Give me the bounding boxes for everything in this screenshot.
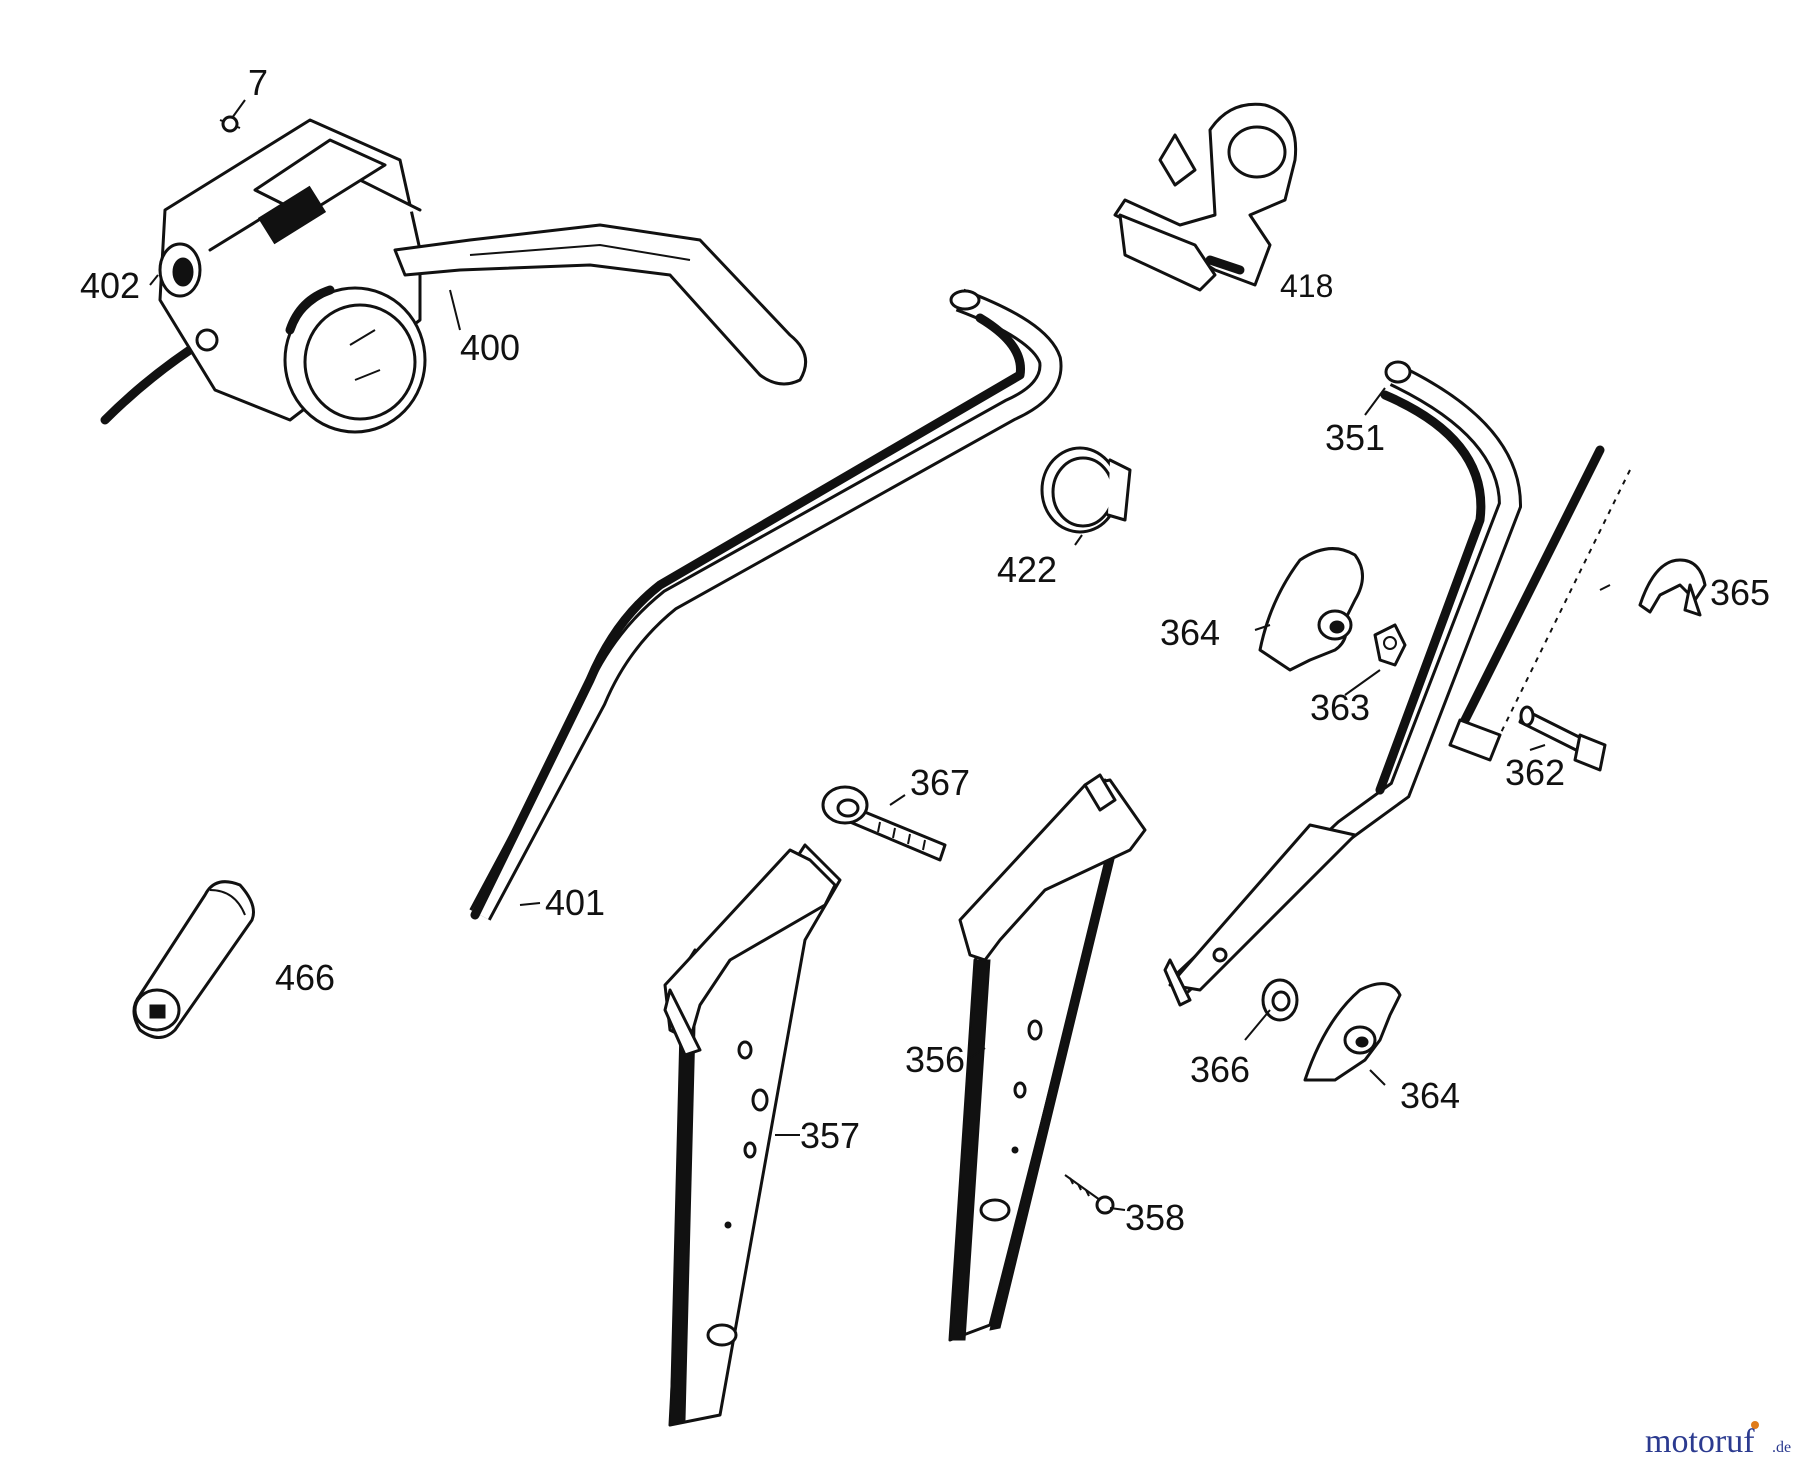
wing-knob-364-upper bbox=[1258, 547, 1364, 672]
switch-box-assembly bbox=[100, 118, 808, 434]
switch-lever bbox=[393, 223, 808, 386]
part-labels: 7 402 400 418 351 422 364 365 363 362 36… bbox=[80, 62, 1770, 1238]
handle-tube-401 bbox=[469, 288, 1063, 921]
label-367: 367 bbox=[910, 762, 970, 803]
label-400: 400 bbox=[460, 327, 520, 368]
label-401: 401 bbox=[545, 882, 605, 923]
lower-tube-right bbox=[1448, 445, 1631, 762]
label-422: 422 bbox=[997, 549, 1057, 590]
hose-clamp-422 bbox=[1040, 446, 1132, 534]
screw-7 bbox=[219, 115, 241, 133]
washer-366 bbox=[1261, 978, 1299, 1022]
label-466: 466 bbox=[275, 957, 335, 998]
label-364-upper: 364 bbox=[1160, 612, 1220, 653]
watermark-dot bbox=[1751, 1421, 1759, 1429]
screw-358 bbox=[1064, 1174, 1115, 1215]
label-357: 357 bbox=[800, 1115, 860, 1156]
watermark-suffix: .de bbox=[1772, 1439, 1791, 1456]
label-364-lower: 364 bbox=[1400, 1075, 1460, 1116]
spring-clip-365 bbox=[1638, 558, 1707, 617]
label-366: 366 bbox=[1190, 1049, 1250, 1090]
bolt-362 bbox=[1518, 705, 1607, 772]
wing-knob-364-lower bbox=[1303, 982, 1402, 1082]
power-cable bbox=[100, 335, 210, 425]
grip-sleeve-466 bbox=[132, 880, 255, 1039]
label-363: 363 bbox=[1310, 687, 1370, 728]
handle-tube-351 bbox=[1163, 360, 1523, 1007]
nut-363 bbox=[1373, 623, 1407, 667]
label-7: 7 bbox=[248, 62, 268, 103]
label-362: 362 bbox=[1505, 752, 1565, 793]
watermark-logo: motoruf .de bbox=[1645, 1421, 1791, 1460]
label-418: 418 bbox=[1280, 268, 1333, 304]
label-358: 358 bbox=[1125, 1197, 1185, 1238]
clip-bracket-418 bbox=[1113, 102, 1298, 292]
leader-lines bbox=[149, 99, 1611, 1211]
watermark-brand: motoruf bbox=[1645, 1423, 1755, 1460]
label-351: 351 bbox=[1325, 417, 1385, 458]
label-402: 402 bbox=[80, 265, 140, 306]
bracket-356 bbox=[948, 773, 1147, 1342]
bolt-367 bbox=[821, 785, 947, 862]
bracket-357 bbox=[663, 843, 842, 1427]
label-356: 356 bbox=[905, 1039, 965, 1080]
label-365: 365 bbox=[1710, 572, 1770, 613]
